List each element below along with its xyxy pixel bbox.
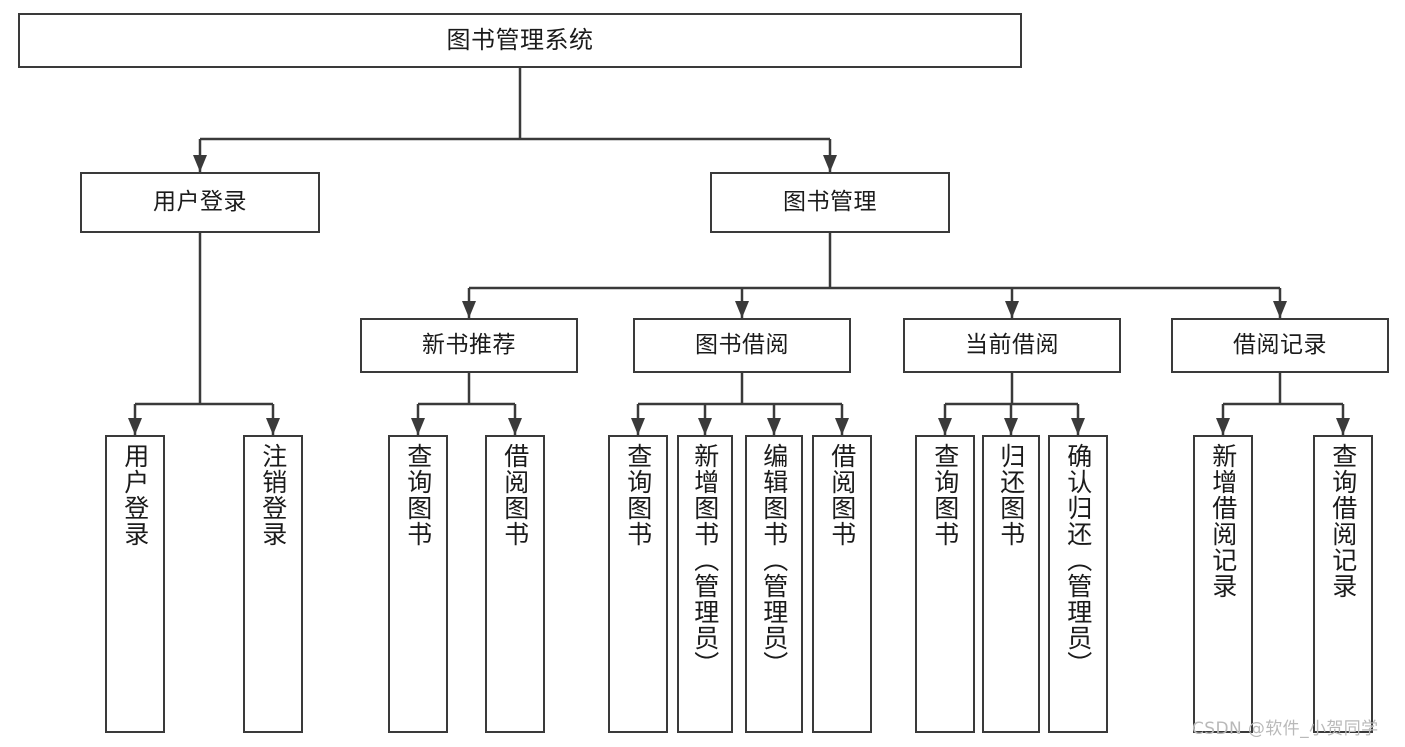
node-records[interactable]: 借阅记录	[1171, 318, 1389, 373]
arrow-head	[128, 418, 142, 435]
node-login[interactable]: 用户登录	[80, 172, 320, 233]
node-label: 确认归还（管理员）	[1063, 443, 1093, 677]
node-label: 查询借阅记录	[1328, 443, 1358, 599]
node-leaf7[interactable]: 编辑图书（管理员）	[745, 435, 803, 733]
arrow-head	[411, 418, 425, 435]
node-leaf5[interactable]: 查询图书	[608, 435, 668, 733]
node-label: 用户登录	[153, 188, 247, 215]
node-label: 查询图书	[403, 443, 433, 547]
arrow-head	[1273, 301, 1287, 318]
arrow-head	[767, 418, 781, 435]
node-leaf13[interactable]: 查询借阅记录	[1313, 435, 1373, 733]
arrow-head	[1005, 301, 1019, 318]
node-current[interactable]: 当前借阅	[903, 318, 1121, 373]
arrow-head	[462, 301, 476, 318]
node-leaf10[interactable]: 归还图书	[982, 435, 1040, 733]
arrow-head	[193, 155, 207, 172]
arrow-head	[835, 418, 849, 435]
arrow-head	[1071, 418, 1085, 435]
node-borrow[interactable]: 图书借阅	[633, 318, 851, 373]
node-leaf4[interactable]: 借阅图书	[485, 435, 545, 733]
node-label: 新增图书（管理员）	[690, 443, 720, 677]
node-label: 图书借阅	[695, 331, 789, 358]
node-leaf6[interactable]: 新增图书（管理员）	[677, 435, 733, 733]
node-leaf2[interactable]: 注销登录	[243, 435, 303, 733]
watermark-label: CSDN @软件_小贺同学	[1192, 719, 1379, 739]
node-label: 编辑图书（管理员）	[759, 443, 789, 677]
node-leaf3[interactable]: 查询图书	[388, 435, 448, 733]
arrow-head	[1336, 418, 1350, 435]
node-leaf11[interactable]: 确认归还（管理员）	[1048, 435, 1108, 733]
arrow-head	[266, 418, 280, 435]
node-label: 图书管理	[783, 188, 877, 215]
arrow-head	[698, 418, 712, 435]
node-label: 新增借阅记录	[1208, 443, 1238, 599]
node-label: 新书推荐	[422, 331, 516, 358]
arrow-head	[631, 418, 645, 435]
node-label: 查询图书	[623, 443, 653, 547]
node-label: 借阅图书	[827, 443, 857, 547]
node-leaf12[interactable]: 新增借阅记录	[1193, 435, 1253, 733]
arrow-head	[938, 418, 952, 435]
node-label: 图书管理系统	[446, 26, 594, 55]
node-label: 当前借阅	[965, 331, 1059, 358]
arrow-head	[823, 155, 837, 172]
node-leaf9[interactable]: 查询图书	[915, 435, 975, 733]
arrow-head	[1216, 418, 1230, 435]
arrow-head	[508, 418, 522, 435]
node-newbook[interactable]: 新书推荐	[360, 318, 578, 373]
node-label: 借阅图书	[500, 443, 530, 547]
node-label: 借阅记录	[1233, 331, 1327, 358]
node-label: 注销登录	[258, 443, 288, 547]
node-root[interactable]: 图书管理系统	[18, 13, 1022, 68]
node-label: 查询图书	[930, 443, 960, 547]
arrow-head	[735, 301, 749, 318]
node-label: 用户登录	[120, 443, 150, 547]
arrow-head	[1004, 418, 1018, 435]
node-label: 归还图书	[996, 443, 1026, 547]
node-leaf8[interactable]: 借阅图书	[812, 435, 872, 733]
node-bookmgmt[interactable]: 图书管理	[710, 172, 950, 233]
node-leaf1[interactable]: 用户登录	[105, 435, 165, 733]
